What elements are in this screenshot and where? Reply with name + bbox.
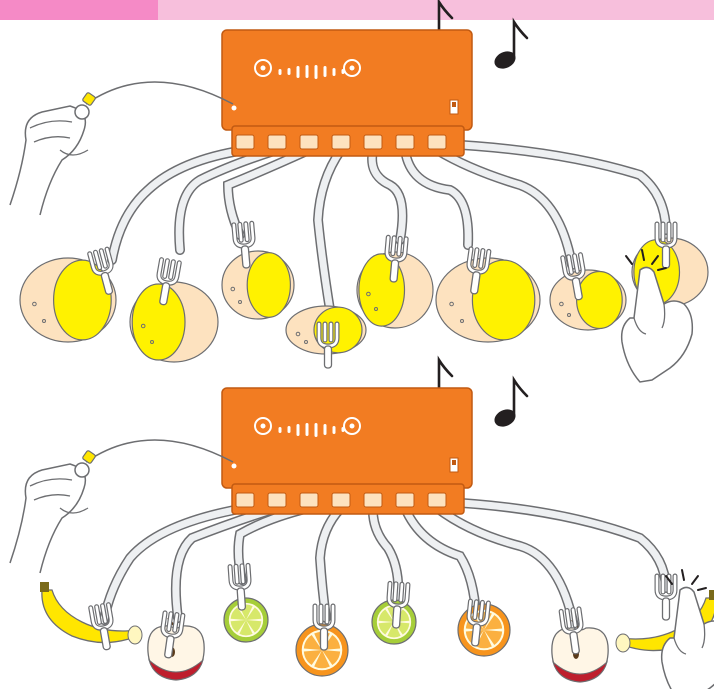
music-note-icon xyxy=(494,375,529,427)
fork-icon xyxy=(312,603,336,651)
hand-holding-clip-icon xyxy=(9,439,234,574)
wire xyxy=(441,140,670,234)
makey-board xyxy=(221,29,473,157)
tap-gesture-icon xyxy=(660,569,714,689)
music-note-icon xyxy=(494,17,529,69)
panel-fruits xyxy=(9,355,714,689)
tab-bar xyxy=(0,0,714,20)
wire xyxy=(316,504,345,622)
wire xyxy=(314,146,345,314)
fork-icon xyxy=(384,234,409,283)
fork-icon xyxy=(160,610,186,659)
wire xyxy=(108,146,249,264)
potato xyxy=(549,269,627,331)
panel-potatoes xyxy=(9,0,709,383)
fork-icon xyxy=(227,562,252,611)
wire xyxy=(175,146,281,254)
fork-icon xyxy=(560,252,586,301)
wire xyxy=(100,504,249,624)
fork-icon xyxy=(386,580,411,629)
fork-icon xyxy=(88,602,114,651)
potato xyxy=(19,257,117,343)
fork-icon xyxy=(316,321,340,369)
wire xyxy=(172,504,281,622)
makey-board xyxy=(221,387,473,515)
orange xyxy=(457,603,511,657)
tap-gesture-icon xyxy=(620,249,694,383)
fork-icon xyxy=(466,598,491,647)
banana xyxy=(40,582,143,645)
potato xyxy=(221,250,295,320)
hand-holding-clip-icon xyxy=(9,81,234,216)
wire xyxy=(401,504,480,620)
fork-icon xyxy=(466,246,492,295)
tab-inactive[interactable] xyxy=(158,0,714,20)
fork-icon xyxy=(87,246,114,295)
wire xyxy=(224,146,313,239)
fork-icon xyxy=(654,221,678,269)
fork-icon xyxy=(231,220,256,269)
wire xyxy=(433,146,576,269)
fork-icon xyxy=(558,606,584,655)
lime xyxy=(223,597,269,643)
wire xyxy=(369,504,402,602)
wire xyxy=(401,146,472,249)
wire xyxy=(433,504,578,630)
wire xyxy=(441,498,670,592)
apple xyxy=(551,619,609,683)
potato xyxy=(435,257,541,343)
tab-active[interactable] xyxy=(0,0,158,20)
wire xyxy=(368,146,406,244)
potato xyxy=(129,281,219,363)
fork-icon xyxy=(156,257,182,306)
